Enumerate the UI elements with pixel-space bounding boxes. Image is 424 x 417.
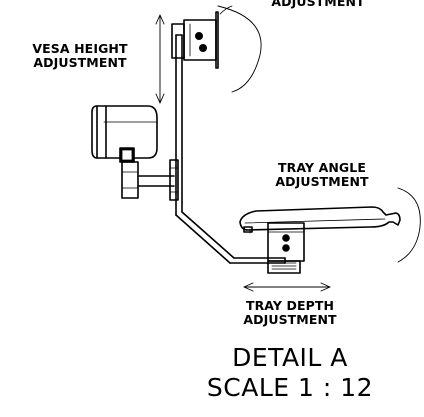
bent-arm bbox=[175, 211, 286, 264]
top-leader-line bbox=[219, 5, 233, 15]
vesa-height-arrow bbox=[155, 14, 165, 104]
top-adjustment-label: ADJUSTMENT bbox=[271, 0, 365, 9]
side-device bbox=[91, 105, 179, 201]
detail-title: DETAIL A bbox=[232, 343, 348, 372]
tray-depth-arrow bbox=[243, 282, 331, 292]
tray-base bbox=[267, 222, 305, 274]
tray-platform bbox=[239, 206, 401, 234]
detail-scale: SCALE 1 : 12 bbox=[206, 373, 374, 402]
tray-angle-label: TRAY ANGLE ADJUSTMENT bbox=[275, 160, 369, 189]
tray-angle-arc bbox=[397, 187, 421, 263]
vesa-mount bbox=[171, 5, 262, 93]
tray-depth-label: TRAY DEPTH ADJUSTMENT bbox=[243, 298, 337, 327]
vesa-height-label: VESA HEIGHT ADJUSTMENT bbox=[32, 41, 128, 70]
vertical-pole bbox=[175, 34, 183, 216]
